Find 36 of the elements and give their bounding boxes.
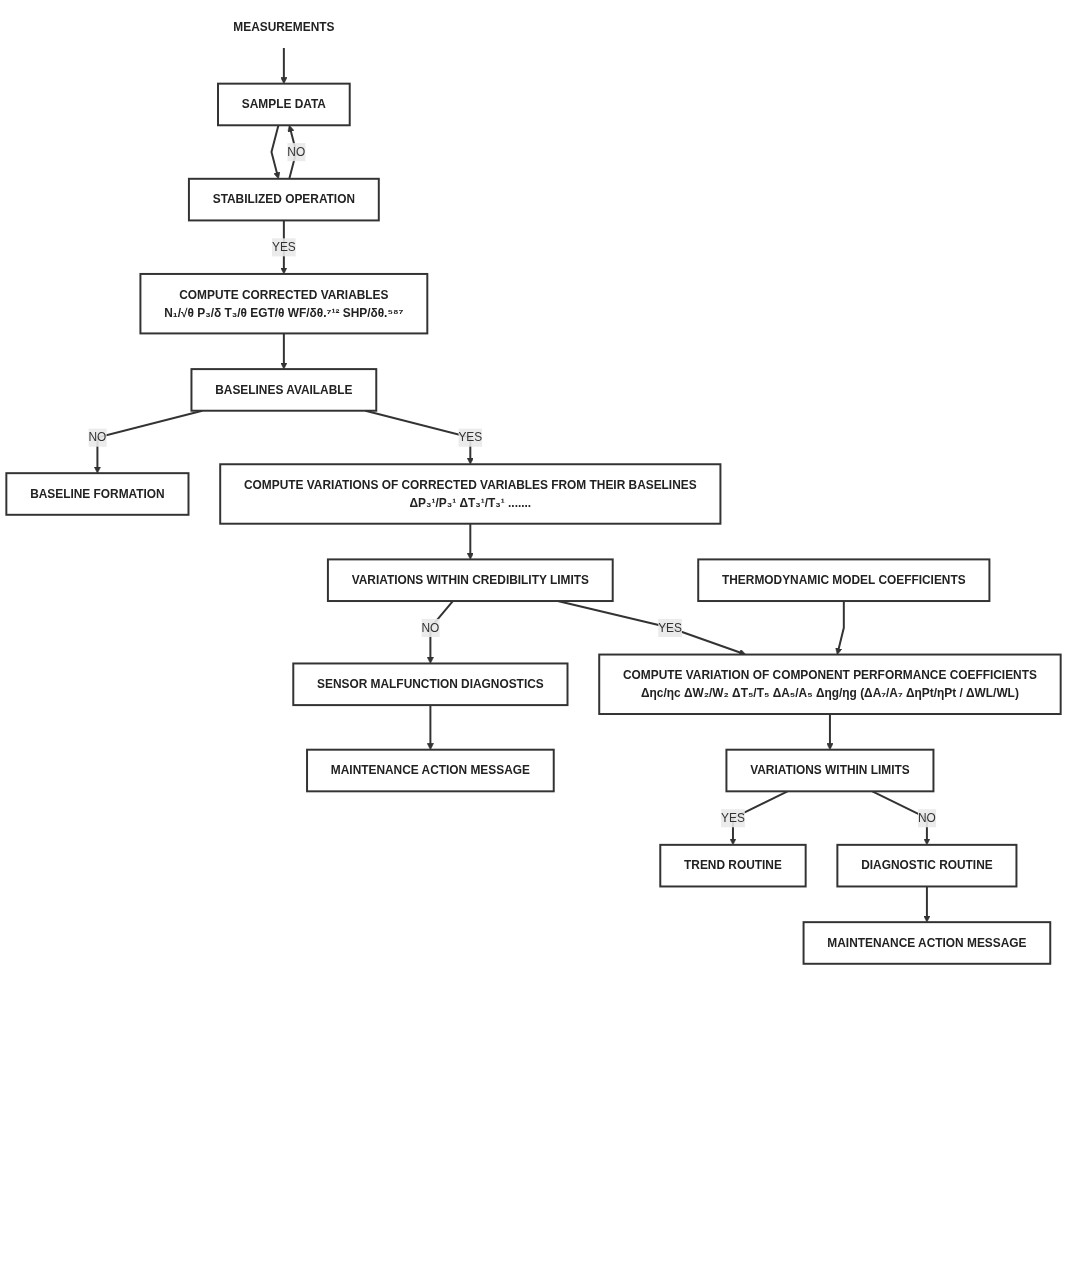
- edge-label: YES: [658, 620, 682, 634]
- node-box: MAINTENANCE ACTION MESSAGE: [306, 748, 555, 793]
- node-box: DIAGNOSTIC ROUTINE: [836, 843, 1018, 888]
- node-box: VARIATIONS WITHIN CREDIBILITY LIMITS: [326, 558, 614, 602]
- edge-label: NO: [421, 620, 440, 634]
- arrow: [826, 713, 834, 750]
- node-box: SAMPLE DATA: [217, 82, 351, 127]
- node-box: TREND ROUTINE: [659, 843, 807, 888]
- arrow: [280, 47, 288, 84]
- arrow: [729, 790, 789, 846]
- node-box: SENSOR MALFUNCTION DIAGNOSTICS: [292, 662, 569, 707]
- node-box: COMPUTE VARIATIONS OF CORRECTED VARIABLES FROM THEIR BASELINES ΔP₃¹/P₃¹ ΔT₃¹/T₃¹ .......: [219, 463, 722, 525]
- arrow: [287, 124, 298, 180]
- arrow: [270, 124, 281, 180]
- node-box: THERMODYNAMIC MODEL COEFFICIENTS: [697, 558, 991, 602]
- node-box: COMPUTE CORRECTED VARIABLES N₁/√θ P₃/δ T₃/θ EGT/θ WF/δθ.⁷¹² SHP/δθ.⁵⁸⁷: [139, 272, 429, 335]
- edge-label: YES: [458, 430, 483, 444]
- arrow: [871, 790, 931, 846]
- edge-label: NO: [88, 430, 107, 444]
- arrow: [280, 332, 288, 370]
- edge-label: YES: [721, 810, 745, 825]
- node-box: BASELINE FORMATION: [5, 472, 190, 516]
- arrow: [923, 885, 931, 923]
- node-box: BASELINES AVAILABLE: [190, 368, 378, 412]
- node-box: COMPUTE VARIATION OF COMPONENT PERFORMANCE COEFFICIENTS Δηc/ηc ΔW₂/W₂ ΔT₅/T₅ ΔA₅/A₅ Δηg/ηg (ΔA₇/A₇ ΔηPt/ηPt / ΔWL/WL): [598, 653, 1062, 715]
- node-box: STABILIZED OPERATION: [187, 177, 380, 222]
- node-text: MEASUREMENTS: [233, 19, 335, 34]
- arrow: [466, 522, 474, 560]
- node-box: VARIATIONS WITHIN LIMITS: [725, 748, 935, 793]
- edge-label: NO: [287, 144, 306, 159]
- edge-label: NO: [917, 810, 936, 825]
- edge-label: YES: [271, 239, 296, 254]
- node-box: MAINTENANCE ACTION MESSAGE: [802, 921, 1052, 965]
- arrow: [835, 600, 845, 655]
- arrow: [280, 219, 288, 275]
- arrow: [426, 704, 434, 750]
